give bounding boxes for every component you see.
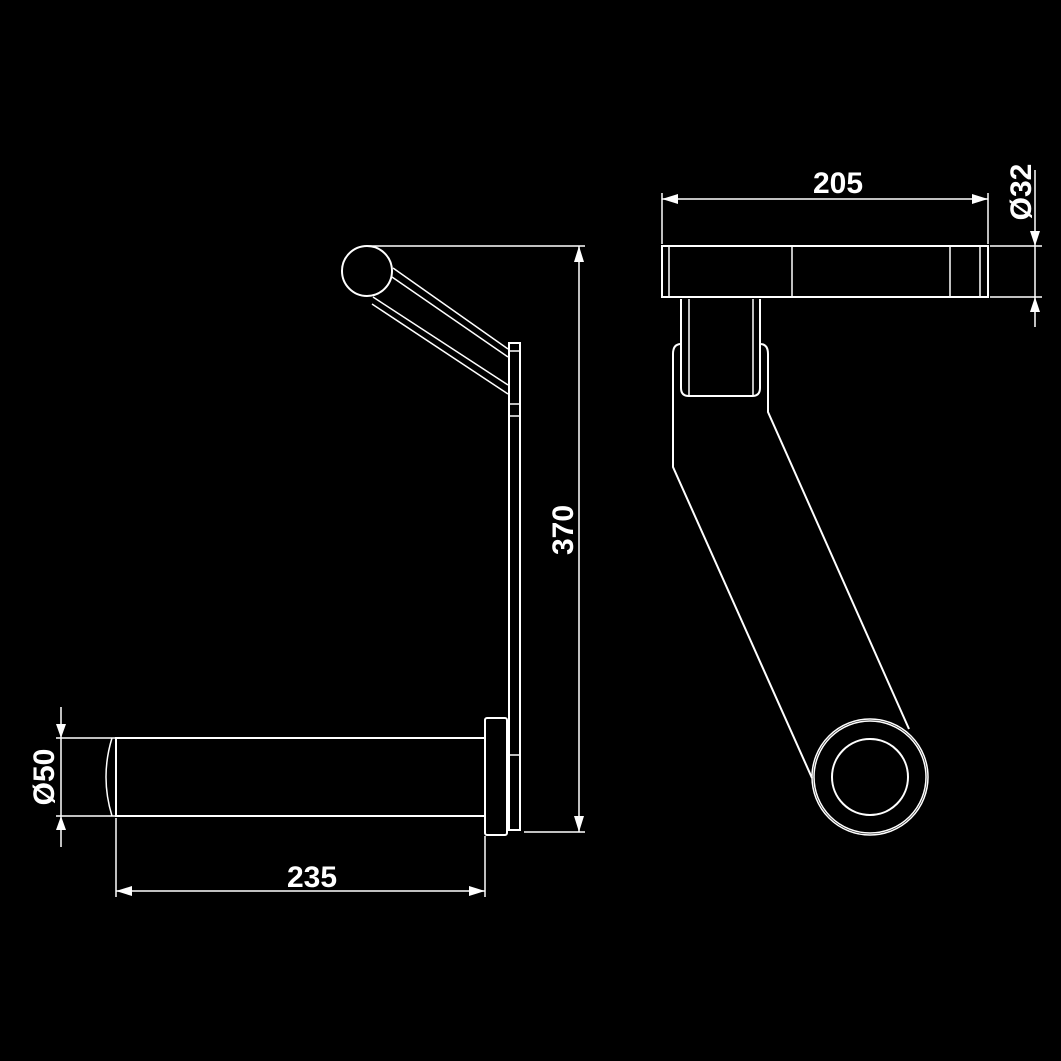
arm-edge [391, 276, 509, 358]
body-right-edge [759, 343, 910, 730]
dimension-diameter-small: Ø32 [990, 164, 1042, 327]
handle-knob [341, 245, 393, 297]
dimension-length-label: 235 [287, 861, 337, 894]
flange [484, 717, 508, 836]
dimension-height: 370 [367, 245, 585, 833]
dimension-width: 205 [661, 167, 989, 244]
arrow-up-icon [56, 816, 66, 830]
dimension-diameter-small-label: Ø32 [1005, 164, 1038, 221]
handle-cylinder [115, 737, 486, 817]
dimension-diameter-large: Ø50 [28, 707, 112, 847]
arrow-right-icon [972, 194, 988, 204]
crossbar [661, 245, 989, 298]
dimension-diameter-large-label: Ø50 [28, 749, 61, 806]
arm-edge [392, 267, 509, 350]
arrow-down-icon [56, 724, 66, 738]
vertical-plate [508, 342, 521, 831]
arrow-up-icon [1030, 297, 1040, 312]
arrow-right-icon [469, 886, 485, 896]
arrow-left-icon [116, 886, 132, 896]
inner-ring [831, 738, 909, 816]
neck-block [680, 299, 761, 397]
dimension-width-label: 205 [813, 167, 863, 200]
arm-edge [372, 296, 509, 386]
side-view [105, 245, 521, 836]
arrow-up-icon [574, 246, 584, 262]
body-left-edge [672, 343, 813, 779]
arm-edge [371, 303, 509, 395]
handle-end-cap [105, 737, 113, 817]
arrow-left-icon [662, 194, 678, 204]
top-view [661, 245, 989, 836]
arrow-down-icon [1030, 231, 1040, 246]
outer-ring [811, 718, 929, 836]
dimension-height-label: 370 [547, 505, 580, 555]
arrow-down-icon [574, 816, 584, 832]
dimension-length: 235 [115, 818, 486, 897]
